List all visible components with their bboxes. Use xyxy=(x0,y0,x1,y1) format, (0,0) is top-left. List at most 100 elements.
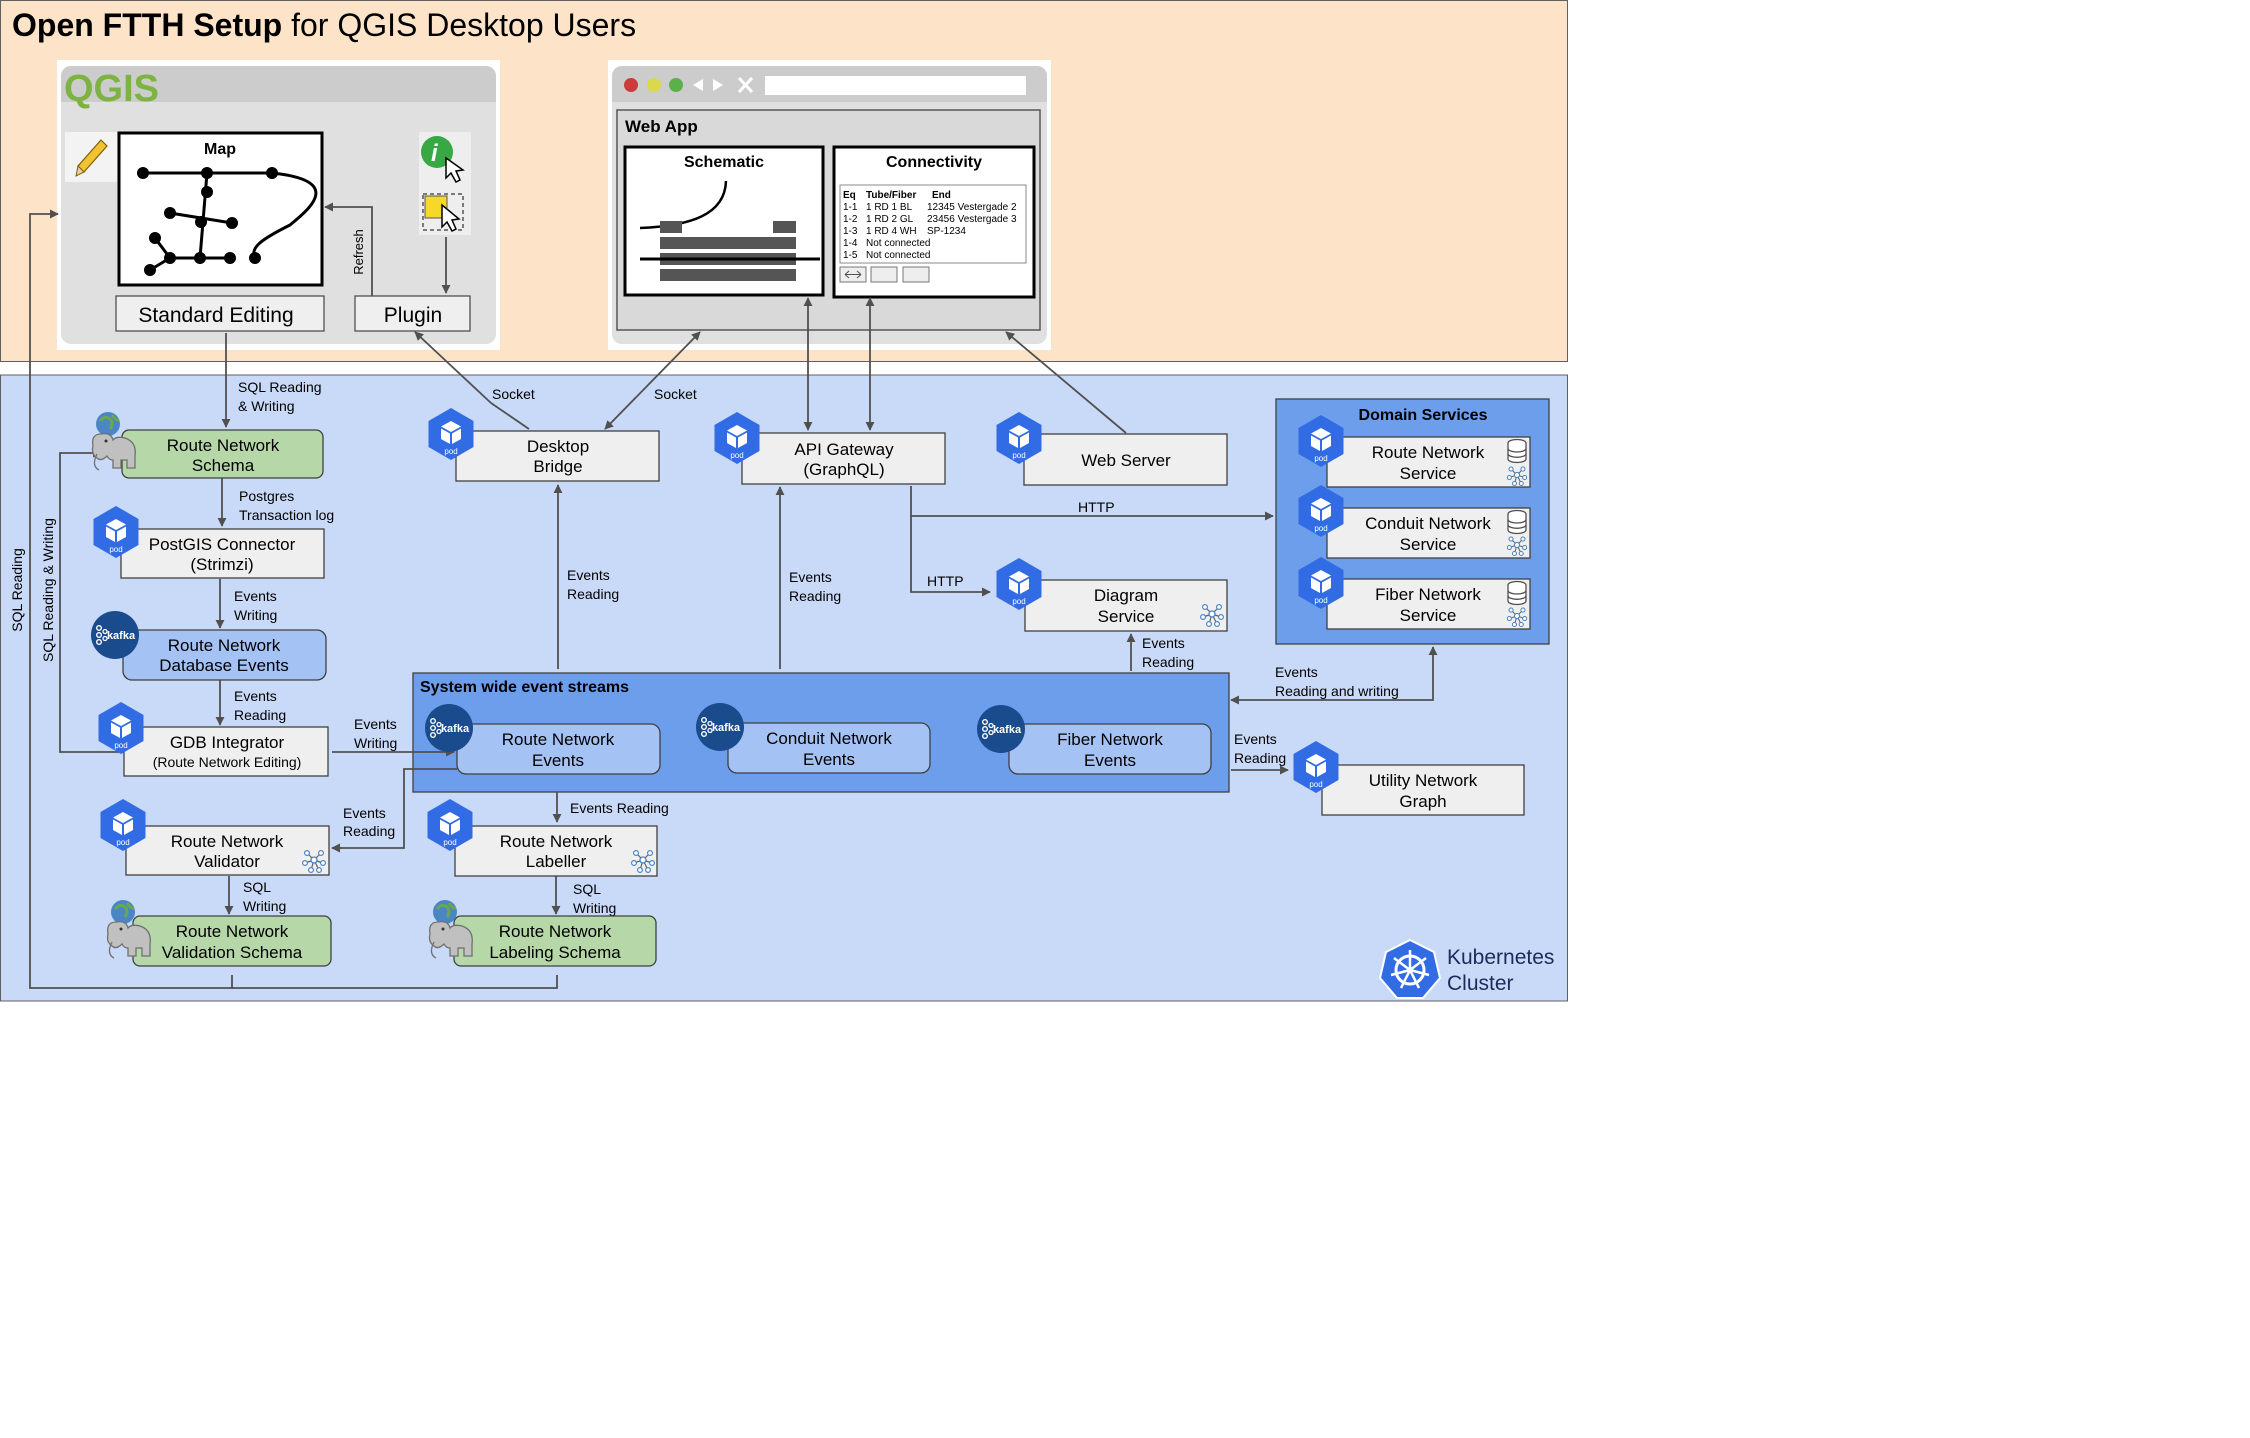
svg-text:(Strimzi): (Strimzi) xyxy=(190,555,253,574)
svg-text:kafka: kafka xyxy=(712,722,741,734)
pod-icon: pod xyxy=(427,799,473,851)
svg-text:Labeling Schema: Labeling Schema xyxy=(489,943,621,962)
webapp-title: Web App xyxy=(625,117,698,136)
maximize-dot-icon[interactable] xyxy=(669,78,683,92)
architecture-diagram: Open FTTH Setup for QGIS Desktop Users Q… xyxy=(0,0,1568,1002)
conduit-network-service-node[interactable] xyxy=(1326,507,1531,559)
table-header-tube: Tube/Fiber xyxy=(866,190,916,201)
resize-arrows-icon xyxy=(844,270,862,279)
toolbar-button-3[interactable] xyxy=(902,266,930,283)
info-tool-icon[interactable]: i xyxy=(421,136,465,183)
fiber-network-service-node[interactable] xyxy=(1326,578,1531,630)
svg-text:Cluster: Cluster xyxy=(1447,972,1514,995)
refresh-label: Refresh xyxy=(351,229,366,275)
database-icon xyxy=(1507,438,1527,464)
svg-text:pod: pod xyxy=(116,838,129,847)
svg-text:Validator: Validator xyxy=(194,852,260,871)
svg-text:Route Network: Route Network xyxy=(171,832,284,851)
svg-text:pod: pod xyxy=(1012,451,1025,460)
svg-text:kafka: kafka xyxy=(993,724,1022,736)
schematic-title: Schematic xyxy=(684,154,764,171)
route-network-labeller-node[interactable] xyxy=(454,825,658,877)
svg-text:Diagram: Diagram xyxy=(1094,586,1158,605)
standard-editing-box[interactable] xyxy=(115,295,325,332)
toolbar-button-2[interactable] xyxy=(870,266,898,283)
postgis-connector-node[interactable] xyxy=(120,528,325,579)
pod-icon: pod xyxy=(1293,741,1339,793)
edge-label-events-reading-gdb: Events xyxy=(234,688,277,704)
table-header-eq: Eq xyxy=(843,190,856,201)
svg-text:Writing: Writing xyxy=(243,898,286,914)
route-network-validator-node[interactable] xyxy=(125,825,330,876)
minimize-dot-icon[interactable] xyxy=(647,78,661,92)
svg-text:Reading: Reading xyxy=(234,707,286,723)
svg-text:Utility Network: Utility Network xyxy=(1369,771,1478,790)
pod-icon: pod xyxy=(1298,557,1344,609)
svg-text:Route Network: Route Network xyxy=(1372,443,1485,462)
svg-text:Labeller: Labeller xyxy=(526,852,587,871)
table-row-5-tube: Not connected xyxy=(866,250,931,261)
map-panel[interactable] xyxy=(117,131,324,287)
edge-label-events-rw-domain: Events xyxy=(1275,664,1318,680)
edge-label-sql-writing-validator: SQL xyxy=(243,879,271,895)
connectivity-table-content: Eq Tube/Fiber End 1-1 1 RD 1 BL 12345 Ve… xyxy=(843,190,1017,261)
svg-text:pod: pod xyxy=(1314,524,1327,533)
edge-label-events-reading-validator: Events xyxy=(343,805,386,821)
edge-label-sql-reading-vertical: SQL Reading xyxy=(9,548,25,632)
back-arrow-icon[interactable] xyxy=(693,79,703,91)
utility-network-graph-node[interactable] xyxy=(1321,764,1525,816)
close-dot-icon[interactable] xyxy=(624,78,638,92)
svg-text:Service: Service xyxy=(1400,606,1457,625)
svg-text:Validation Schema: Validation Schema xyxy=(162,943,303,962)
svg-text:pod: pod xyxy=(1314,596,1327,605)
table-row-5-eq: 1-5 xyxy=(843,250,858,261)
close-x-icon[interactable] xyxy=(737,76,754,94)
web-server-node[interactable] xyxy=(1023,433,1228,486)
svg-text:pod: pod xyxy=(730,451,743,460)
svg-text:Route Network: Route Network xyxy=(500,832,613,851)
plugin-box[interactable] xyxy=(354,295,471,332)
svg-text:pod: pod xyxy=(444,447,457,456)
svg-text:Schema: Schema xyxy=(192,456,255,475)
svg-text:Route Network: Route Network xyxy=(168,636,281,655)
schematic-drawing xyxy=(639,180,820,281)
svg-text:Service: Service xyxy=(1400,535,1457,554)
svg-text:Events: Events xyxy=(1084,751,1136,770)
edge-label-events-reading-api: Events xyxy=(789,569,832,585)
svg-text:Fiber Network: Fiber Network xyxy=(1375,585,1481,604)
kafka-icon: kafka xyxy=(90,610,140,660)
svg-text:GDB Integrator: GDB Integrator xyxy=(170,733,285,752)
svg-text:kafka: kafka xyxy=(107,630,136,642)
svg-text:pod: pod xyxy=(1314,454,1327,463)
table-row-1-end: 12345 Vestergade 2 xyxy=(927,202,1017,213)
svg-text:& Writing: & Writing xyxy=(238,398,295,414)
svg-text:Conduit Network: Conduit Network xyxy=(1365,514,1491,533)
pod-icon: pod xyxy=(98,702,144,754)
svg-text:Reading: Reading xyxy=(1142,654,1194,670)
svg-text:Route Network: Route Network xyxy=(176,922,289,941)
svg-text:PostGIS Connector: PostGIS Connector xyxy=(149,535,296,554)
gdb-integrator-node[interactable] xyxy=(123,726,329,777)
svg-text:Database Events: Database Events xyxy=(159,656,288,675)
table-row-4-tube: Not connected xyxy=(866,238,931,249)
kafka-icon: kafka xyxy=(976,704,1026,754)
select-tool-icon[interactable] xyxy=(422,193,464,232)
map-title: Map xyxy=(204,141,236,158)
address-bar[interactable] xyxy=(765,76,1026,95)
refresh-arrow xyxy=(324,202,373,296)
edge-label-events-reading-bridge: Events xyxy=(567,567,610,583)
edge-label-socket-left: Socket xyxy=(492,386,535,402)
svg-text:Route Network: Route Network xyxy=(499,922,612,941)
table-header-end: End xyxy=(932,190,951,201)
table-row-2-tube: 1 RD 2 GL xyxy=(866,214,914,225)
qgis-logo: QGIS xyxy=(64,68,159,110)
kafka-icon: kafka xyxy=(695,702,745,752)
table-row-2-end: 23456 Vestergade 3 xyxy=(927,214,1017,225)
forward-arrow-icon[interactable] xyxy=(713,79,723,91)
pod-icon: pod xyxy=(100,799,146,851)
svg-text:API Gateway: API Gateway xyxy=(794,440,894,459)
table-row-3-tube: 1 RD 4 WH xyxy=(866,226,917,237)
edge-label-events-reading-utility: Events xyxy=(1234,731,1277,747)
standard-editing-label: Standard Editing xyxy=(138,304,293,327)
edge-label-events-reading-labeller: Events Reading xyxy=(570,800,669,816)
